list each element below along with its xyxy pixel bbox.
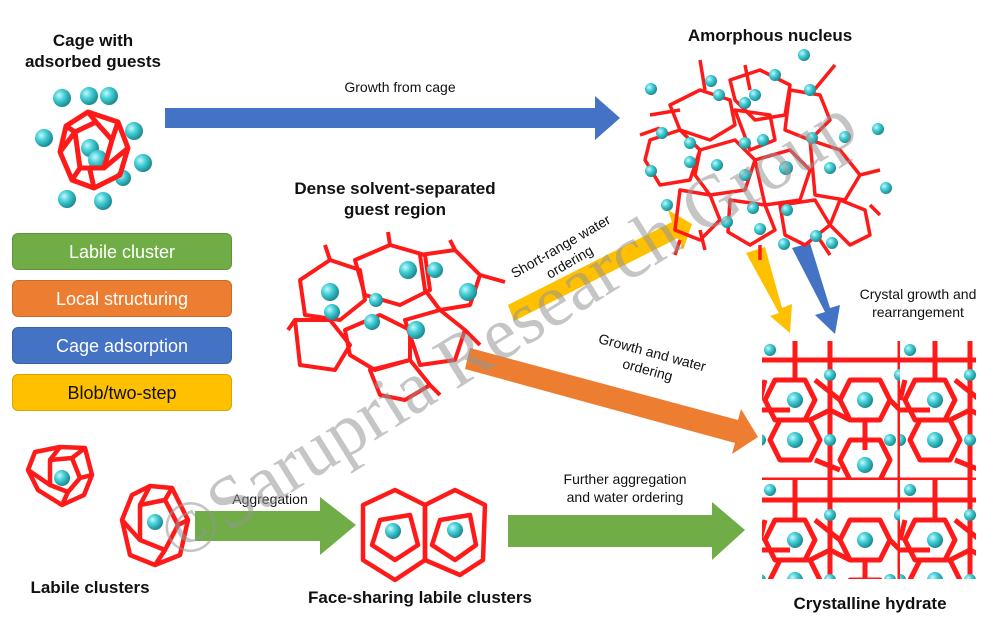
arrow-crystal-growth-blue — [792, 243, 840, 334]
label-line: Further aggregation — [563, 471, 687, 487]
arrow-short-range-ordering — [508, 210, 692, 321]
title-line: adsorbed guests — [24, 52, 162, 71]
arrow-further-aggregation — [508, 502, 745, 560]
arrow-growth-from-cage — [165, 96, 620, 140]
arrow-aggregation — [195, 497, 356, 555]
title-line: Cage with — [52, 31, 134, 50]
amorphous-nucleus-molecule — [639, 49, 892, 260]
title-line: guest region — [343, 200, 446, 219]
title-crystalline-hydrate: Crystalline hydrate — [793, 594, 947, 613]
label-growth-from-cage: Growth from cage — [344, 79, 456, 95]
crystalline-hydrate-lattice — [762, 341, 976, 579]
label-further-aggregation: Further aggregation and water ordering — [540, 470, 710, 506]
arrow-growth-water-ordering — [465, 348, 758, 454]
legend-item-labile-cluster: Labile cluster — [12, 233, 232, 270]
dense-guest-region-molecule — [286, 231, 506, 402]
title-line: Dense solvent-separated — [294, 179, 496, 198]
title-amorphous-nucleus: Amorphous nucleus — [687, 26, 853, 45]
labile-cluster-molecule-1 — [25, 444, 95, 508]
legend-item-local-structuring: Local structuring — [12, 280, 232, 317]
legend-item-blob-two-step: Blob/two-step — [12, 374, 232, 411]
label-line: and water ordering — [566, 489, 684, 505]
labile-cluster-molecule-2 — [119, 483, 191, 568]
label-aggregation: Aggregation — [232, 491, 308, 507]
label-line: rearrangement — [872, 304, 964, 320]
title-cage-with-guests: Cage with adsorbed guests — [18, 30, 168, 72]
title-face-sharing-clusters: Face-sharing labile clusters — [308, 588, 532, 607]
title-dense-guest-region: Dense solvent-separated guest region — [270, 178, 520, 220]
legend-item-cage-adsorption: Cage adsorption — [12, 327, 232, 364]
title-labile-clusters: Labile clusters — [30, 578, 150, 597]
arrow-crystal-growth-yellow — [746, 247, 792, 333]
label-crystal-growth: Crystal growth and rearrangement — [838, 285, 998, 321]
cage-with-guests-molecule — [35, 87, 152, 210]
label-line: Crystal growth and — [859, 286, 977, 302]
face-sharing-clusters-molecule — [360, 487, 488, 583]
